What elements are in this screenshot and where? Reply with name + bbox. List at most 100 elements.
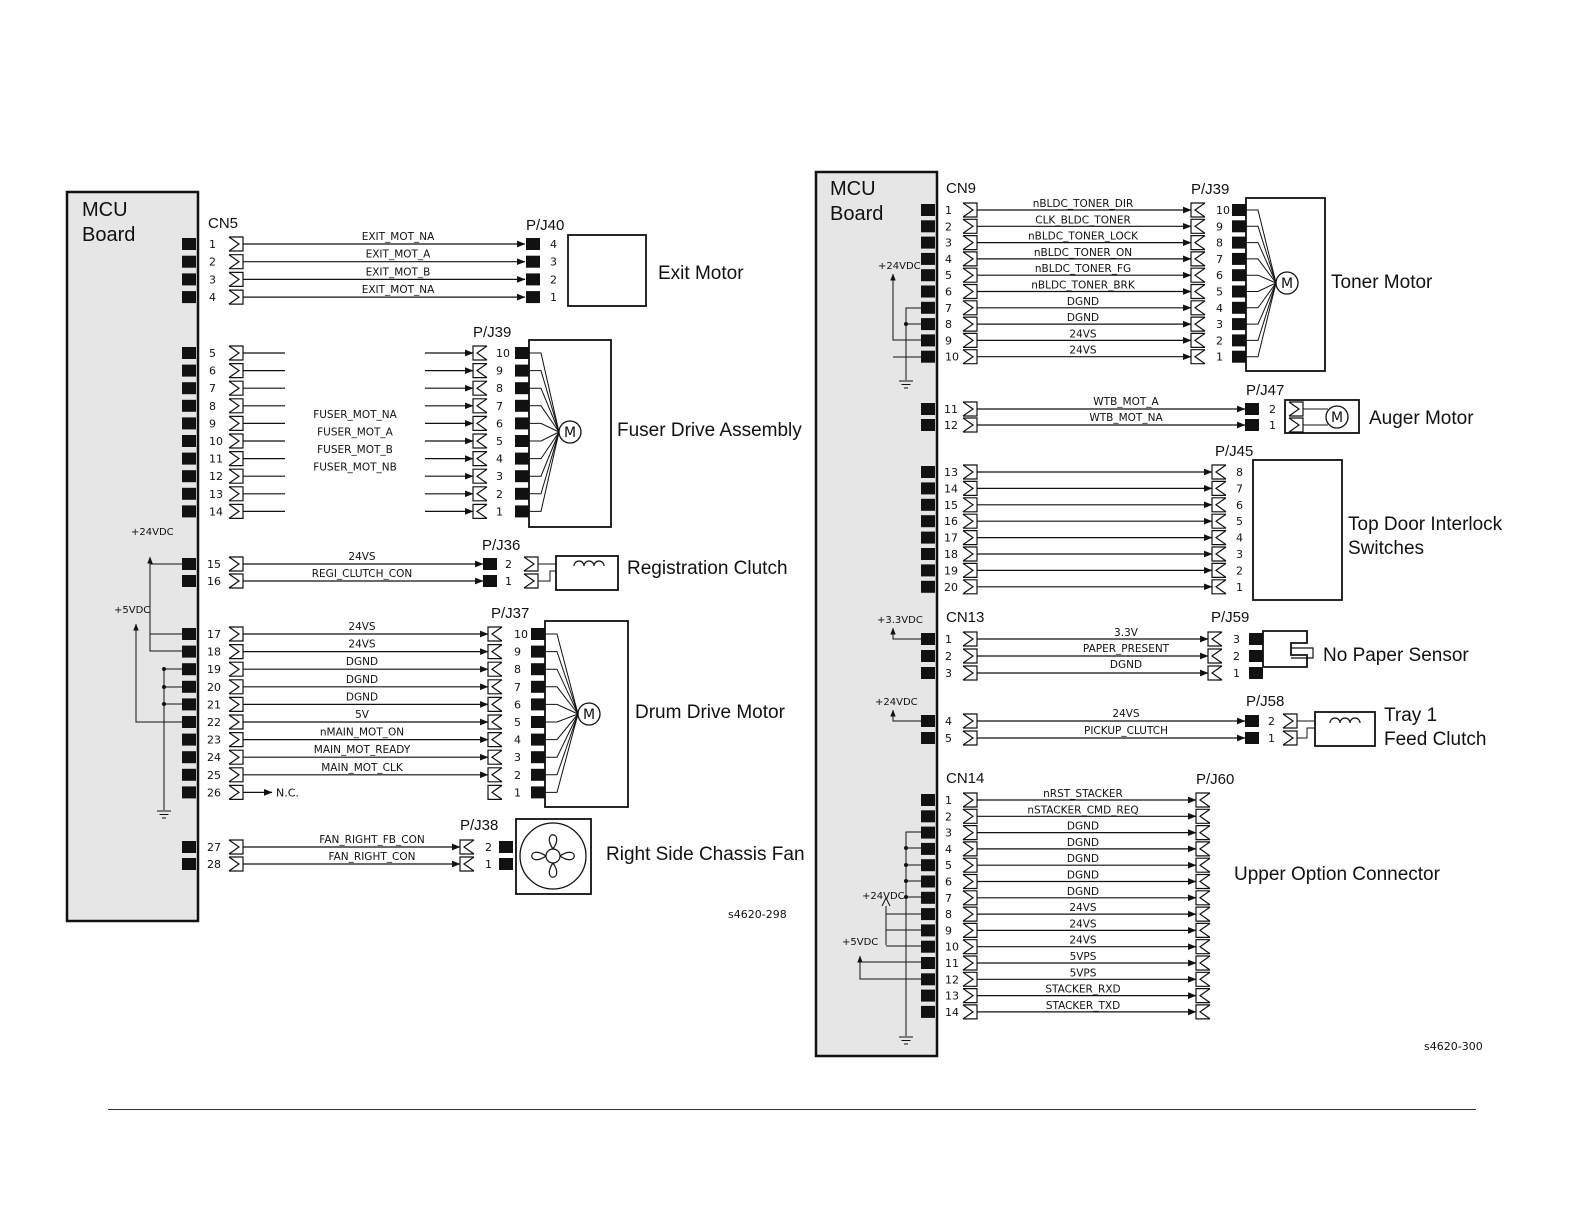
connector-terminal [472,451,488,467]
pin-number: 6 [945,876,952,889]
pin-number: 17 [944,532,958,545]
connector-terminal [962,300,978,316]
pin-block [182,768,196,781]
pin-block [182,716,196,728]
signal-label: 24VS [1069,328,1097,340]
connector-terminal [962,530,978,546]
pin-block [921,269,935,282]
ground-symbol [899,380,913,389]
component-label: Upper Option Connector [1234,864,1441,885]
connector-terminal [962,480,978,496]
signal-label: FAN_RIGHT_FB_CON [319,834,424,846]
connector-terminal [487,626,503,642]
nc-label: N.C. [276,786,299,799]
pin-number: 25 [207,769,221,782]
pin-number: 17 [207,628,221,641]
pin-block [921,204,935,216]
plug-pin-number: 3 [1216,318,1223,331]
pin-number: 23 [207,734,221,747]
connector-terminal [962,825,978,841]
mcu-board [65,190,200,923]
connector-terminal [228,679,244,695]
pin-number: 5 [945,732,952,745]
connector-terminal [228,856,244,872]
signal-label: 24VS [1069,935,1097,947]
pin-block [1232,204,1246,216]
pin-block [1232,318,1246,331]
plug-pin-number: 2 [505,558,512,571]
motor-lead [545,651,579,715]
connector-terminal [1195,841,1211,857]
connector-terminal [228,380,244,396]
motor-label: M [1281,276,1293,292]
pin-block [515,364,529,377]
motor-lead [545,713,579,741]
connector-terminal [472,345,488,361]
junction-dot [162,667,166,671]
connector-terminal [487,661,503,677]
pin-block [1249,633,1263,645]
pin-number: 19 [944,564,958,577]
signal-label: nBLDC_TONER_BRK [1031,280,1136,292]
connector-terminal [962,513,978,529]
plug-pin-number: 9 [1216,220,1223,233]
motor-lead [545,686,579,715]
connector-terminal [472,363,488,379]
pin-block [921,466,935,478]
pin-block [1245,403,1259,415]
pin-number: 27 [207,841,221,854]
plug-pin-number: 1 [1236,581,1243,594]
connector-terminal [472,398,488,414]
component-label: Registration Clutch [627,558,788,579]
pin-block [921,419,935,431]
connector-terminal [962,841,978,857]
plug-label: P/J59 [1211,609,1249,626]
pin-block [921,810,935,823]
pin-number: 3 [945,827,952,840]
pin-number: 19 [207,663,221,676]
pin-number: 18 [207,646,221,659]
connector-terminal [1195,988,1211,1004]
plug-pin-number: 2 [1268,715,1275,728]
pin-number: 5 [945,859,952,872]
connector-terminal [228,784,244,800]
pin-number: 20 [207,681,221,694]
pin-block [1232,236,1246,249]
component-label: Drum Drive Motor [635,702,786,723]
pin-block [515,399,529,412]
plug-pin-number: 3 [1236,548,1243,561]
pin-number: 26 [207,786,221,799]
pin-block [1249,667,1263,679]
connector-terminal [487,732,503,748]
plug-label: P/J45 [1215,443,1253,460]
connector-terminal [1195,873,1211,890]
pin-number: 1 [945,204,952,217]
pin-block [921,498,935,511]
plug-pin-number: 2 [1236,564,1243,577]
connector-terminal [962,497,978,513]
pin-number: 28 [207,858,221,871]
footer-rule [108,1109,1476,1110]
signal-label: REGI_CLUTCH_CON [312,568,412,580]
connector-terminal [1190,235,1206,251]
connector-terminal [962,1004,978,1020]
pin-block [921,908,935,921]
pin-block [531,733,545,746]
pin-block [921,252,935,265]
connector-terminal [1282,713,1298,729]
plug-pin-number: 3 [514,751,521,764]
plug-pin-number: 8 [1236,466,1243,479]
pin-block [526,273,540,286]
pin-number: 1 [945,633,952,646]
signal-label: PAPER_PRESENT [1083,643,1170,655]
pin-block [921,667,935,679]
signal-label: CLK_BLDC_TONER [1035,214,1131,226]
junction-dot [904,863,908,867]
connector-terminal [228,556,244,572]
pin-block [921,350,935,363]
connector-terminal [1190,332,1206,348]
signal-label: 3.3V [1114,627,1139,639]
pin-block [515,382,529,395]
connector-label: CN5 [208,215,238,232]
pin-block [1245,715,1259,727]
